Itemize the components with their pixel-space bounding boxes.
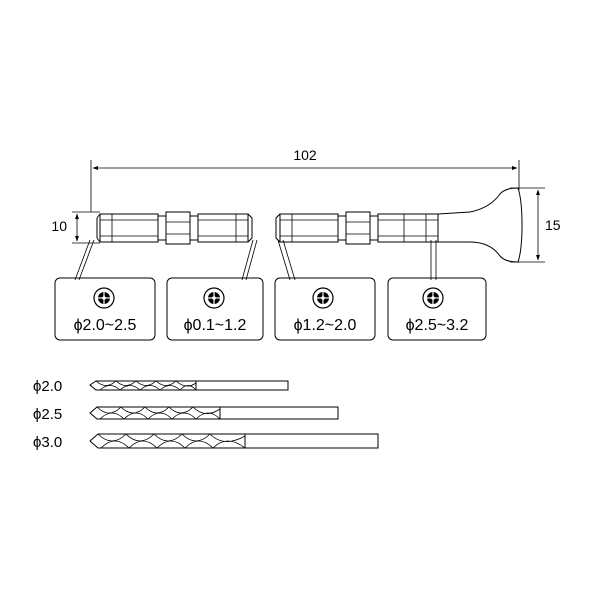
chuck-box-1: ϕ2.0~2.5 [54,277,156,341]
chuck-face-icon [312,287,334,309]
chuck-range-label-3: ϕ1.2~2.0 [294,317,357,334]
swivel-head [437,187,523,263]
handle-height-label: 15 [545,217,561,233]
handle-height-dimension: 15 [510,187,561,263]
drill-bit-3 [89,433,379,449]
drill-bit-row-1: ϕ2.0 [33,378,289,395]
chuck-face-icon [93,287,115,309]
drill-bit-label-1: ϕ2.0 [33,378,62,395]
drill-bit-2 [89,406,339,420]
chuck-range-label-2: ϕ0.1~1.2 [184,317,247,334]
chuck-box-4: ϕ2.5~3.2 [387,277,487,341]
drill-bit-label-3: ϕ3.0 [33,434,62,451]
leader-lines [74,239,437,281]
chuck-height-dimension: 10 [51,211,100,244]
overall-length-dimension: 102 [90,147,520,212]
chuck-face-icon [203,287,225,309]
overall-length-label: 102 [293,147,317,163]
drill-bit-label-2: ϕ2.5 [33,406,62,423]
right-chuck-assembly [275,211,439,245]
left-chuck-assembly [96,211,253,245]
drill-bit-1 [89,380,289,391]
drill-bit-row-3: ϕ3.0 [33,433,379,451]
chuck-range-label-4: ϕ2.5~3.2 [406,317,469,334]
pin-vise-body [96,187,523,263]
chuck-height-label: 10 [51,218,67,234]
drill-bit-row-2: ϕ2.5 [33,406,339,423]
chuck-range-label-1: ϕ2.0~2.5 [74,317,137,334]
chuck-box-3: ϕ1.2~2.0 [274,277,376,341]
chuck-face-icon [422,287,444,309]
chuck-box-2: ϕ0.1~1.2 [166,277,264,341]
